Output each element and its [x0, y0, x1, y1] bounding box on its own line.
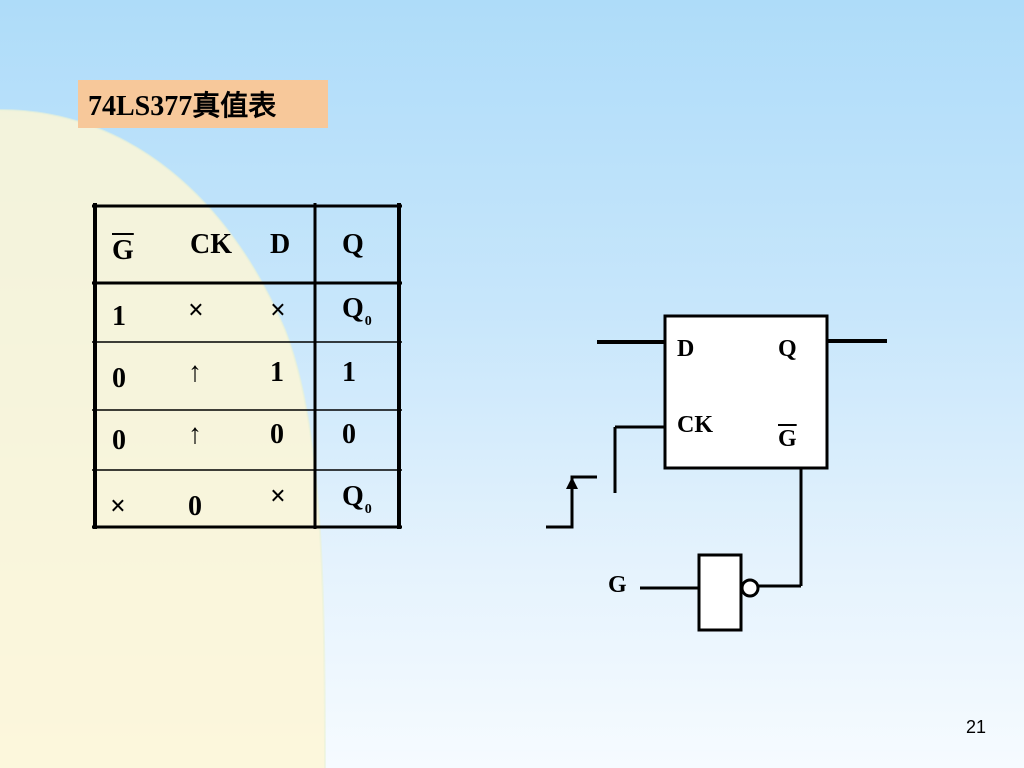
- input-label-g: G: [608, 572, 627, 598]
- row2-d: 1: [270, 357, 284, 388]
- row1-q: Q0: [342, 293, 372, 329]
- pin-label-d: D: [677, 336, 695, 362]
- row3-q: 0: [342, 419, 356, 450]
- slide-title-text: 74LS377真值表: [88, 91, 277, 122]
- pin-label-q: Q: [778, 336, 797, 362]
- row1-g: 1: [112, 301, 126, 332]
- header-d: D: [270, 229, 291, 260]
- header-g-bar: G: [112, 235, 134, 266]
- header-ck: CK: [190, 229, 232, 260]
- row4-ck: 0: [188, 491, 202, 522]
- row2-g: 0: [112, 363, 126, 394]
- truth-table-grid: [92, 203, 402, 529]
- page-number: 21: [965, 717, 986, 737]
- row3-g: 0: [112, 425, 126, 456]
- row1-d: ×: [270, 295, 286, 326]
- truth-table: G CK D Q 1 × × Q0 0 ↑ 1 1 0 ↑ 0 0 × 0 × …: [92, 203, 402, 529]
- slide-title: 74LS377真值表: [78, 80, 328, 128]
- row4-g: ×: [110, 491, 126, 522]
- circuit-wiring: [546, 314, 887, 632]
- header-q: Q: [342, 229, 364, 260]
- row4-d: ×: [270, 481, 286, 512]
- row4-q: Q0: [342, 481, 372, 517]
- flip-flop-circuit-diagram: D Q CK G G: [540, 305, 900, 645]
- row3-d: 0: [270, 419, 284, 450]
- pin-label-ck: CK: [677, 412, 713, 438]
- pin-label-g-bar: G: [778, 426, 797, 452]
- row2-q: 1: [342, 357, 356, 388]
- row2-ck-rising-edge: ↑: [188, 357, 202, 388]
- row3-ck-rising-edge: ↑: [188, 419, 202, 450]
- row1-ck: ×: [188, 295, 204, 326]
